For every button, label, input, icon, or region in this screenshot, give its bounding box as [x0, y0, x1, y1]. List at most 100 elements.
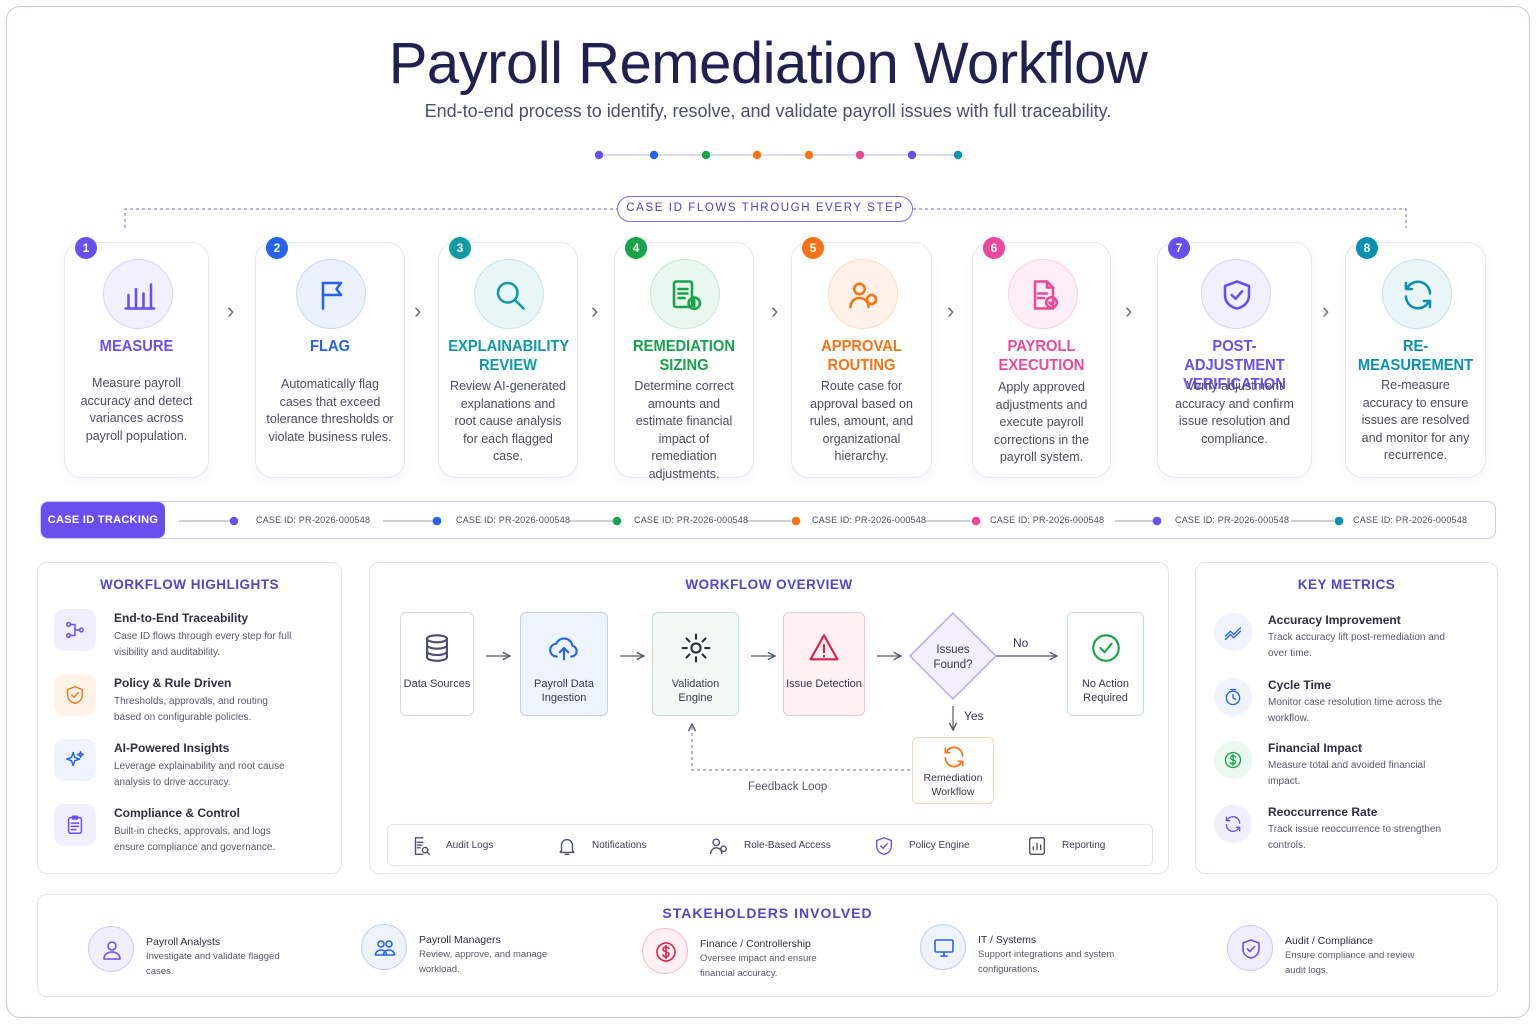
sparkle-icon	[66, 751, 84, 767]
overview-node[interactable]: Data Sources	[400, 612, 474, 716]
stakeholder-icon-circle	[88, 926, 134, 972]
audit-log-icon	[414, 837, 430, 855]
step-title: RE-MEASUREMENT	[1357, 338, 1474, 374]
overview-node[interactable]: Validation Engine	[652, 612, 739, 716]
clipboard-icon	[67, 815, 83, 834]
step-description: Determine correct amounts and estimate f…	[634, 379, 734, 481]
step-number-badge: 1	[75, 237, 97, 259]
step-icon-circle	[1200, 259, 1271, 329]
step-number-badge: 6	[983, 237, 1005, 259]
cycle-icon	[1225, 815, 1241, 833]
gear-icon	[680, 633, 711, 663]
page-frame	[6, 6, 1530, 1018]
tracking-dot	[1152, 516, 1162, 526]
highlight-icon-box	[54, 739, 96, 781]
overview-node-label: Data Sources	[403, 678, 471, 690]
stakeholder-description: Ensure compliance and review audit logs.	[1285, 950, 1415, 976]
workflow-overview-title: WORKFLOW OVERVIEW	[685, 577, 853, 592]
nodes-icon	[66, 621, 84, 639]
document-check-icon	[1033, 280, 1058, 310]
tracking-lines	[179, 516, 1344, 526]
monitor-icon	[934, 939, 954, 957]
page-title: Payroll Remediation Workflow	[388, 31, 1148, 96]
case-id-tracking-bar: CASE ID TRACKING CASE ID: PR-2026-000548…	[40, 501, 1496, 539]
stakeholder-title: Finance / Controllership	[700, 938, 811, 950]
database-icon	[426, 634, 448, 662]
shield-icon	[66, 686, 84, 704]
case-id-tracking-label: CASE ID TRACKING	[41, 502, 165, 538]
step-description: Route case for approval based on rules, …	[809, 379, 914, 463]
metric-description: Measure total and avoided financial impa…	[1268, 760, 1426, 787]
metric-title: Financial Impact	[1268, 741, 1363, 755]
decorative-dot	[701, 150, 711, 160]
metric-description: Monitor case resolution time across the …	[1268, 697, 1442, 724]
case-id-value: CASE ID: PR-2026-000548	[256, 515, 371, 525]
chevron-right-icon: ›	[1322, 298, 1330, 323]
workflow-highlights-title: WORKFLOW HIGHLIGHTS	[100, 577, 279, 592]
page-subtitle: End-to-end process to identify, resolve,…	[424, 101, 1112, 121]
overview-node[interactable]: Payroll Data Ingestion	[520, 612, 608, 716]
case-id-value: CASE ID: PR-2026-000548	[812, 515, 927, 525]
remediation-workflow-node: Remediation Workflow	[912, 737, 994, 804]
highlight-description: Built-in checks, approvals, and logs ens…	[114, 826, 276, 853]
capability-label: Policy Engine	[909, 840, 970, 851]
overview-node[interactable]: No Action Required	[1067, 612, 1144, 716]
warning-icon	[809, 634, 839, 661]
case-flow-label: CASE ID FLOWS THROUGH EVERY STEP	[617, 196, 913, 222]
magnifier-icon	[496, 281, 525, 310]
shield-check-icon	[875, 837, 893, 855]
overview-node[interactable]: Issue Detection	[783, 612, 865, 716]
workflow-overview-panel: WORKFLOW OVERVIEW	[369, 562, 1169, 874]
metric-title: Reoccurrence Rate	[1268, 805, 1378, 819]
decorative-dot	[855, 150, 865, 160]
stakeholder-icon-circle	[920, 924, 966, 970]
highlight-title: End-to-End Traceability	[114, 611, 249, 625]
flag-icon	[321, 281, 343, 310]
decorative-dot	[953, 150, 963, 160]
tracking-dot	[612, 516, 622, 526]
refresh-icon	[1404, 280, 1431, 310]
case-id-value: CASE ID: PR-2026-000548	[1175, 515, 1290, 525]
cloud-upload-icon	[549, 637, 578, 661]
stakeholder-description: Oversee impact and ensure financial accu…	[700, 953, 817, 979]
highlight-title: Policy & Rule Driven	[114, 676, 232, 690]
chevron-right-icon: ›	[1125, 298, 1133, 323]
step-description: Review AI-generated explanations and roo…	[449, 379, 567, 463]
decision-diamond	[908, 611, 998, 701]
stakeholder-description: Support integrations and system configur…	[978, 949, 1115, 975]
chevron-right-icon: ›	[771, 298, 779, 323]
workflow-highlights-panel: WORKFLOW HIGHLIGHTS End-to-End Traceabil…	[37, 562, 342, 874]
document-dollar-icon	[672, 280, 702, 311]
step-number-badge: 2	[266, 237, 288, 259]
shield-check-icon	[1242, 939, 1260, 959]
overview-node-label: Issue Detection	[786, 678, 862, 690]
stakeholder-icon-circle	[642, 928, 688, 974]
capability-label: Notifications	[592, 840, 647, 851]
check-circle-icon	[1091, 634, 1120, 662]
person-icon	[103, 941, 121, 960]
highlight-description: Leverage explainability and root cause a…	[114, 761, 285, 788]
highlight-icon-box	[54, 804, 96, 846]
highlight-description: Thresholds, approvals, and routing based…	[114, 696, 268, 723]
metric-icon-circle	[1214, 613, 1252, 651]
step-number-badge: 3	[449, 237, 471, 259]
highlight-title: AI-Powered Insights	[114, 741, 230, 755]
case-id-value: CASE ID: PR-2026-000548	[456, 515, 571, 525]
